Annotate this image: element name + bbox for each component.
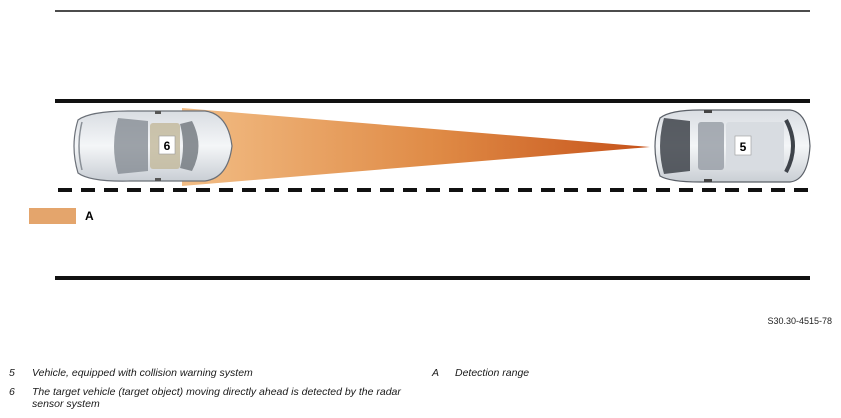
vehicle-5-label: 5 <box>740 140 747 154</box>
detection-range-key: A <box>85 209 94 223</box>
legend-key: 6 <box>9 386 15 398</box>
vehicle-5-car <box>654 109 811 183</box>
vehicle-6-label: 6 <box>164 139 171 153</box>
vehicle-5-label-box: 5 <box>734 135 752 156</box>
vehicle-6-car <box>73 110 233 182</box>
legend-key: 5 <box>9 367 15 379</box>
legend-text: Detection range <box>455 367 530 379</box>
detection-range-swatch <box>29 208 76 224</box>
road-diagram: 6 5 A <box>29 10 811 280</box>
detection-range-cone <box>182 108 650 186</box>
legend-key: A <box>432 367 440 379</box>
figure-id: S30.30-4515-78 <box>767 316 832 326</box>
legend-text: The target vehicle (target object) movin… <box>32 386 401 410</box>
legend-text: Vehicle, equipped with collision warning… <box>32 367 253 379</box>
vehicle-6-label-box: 6 <box>158 135 176 155</box>
